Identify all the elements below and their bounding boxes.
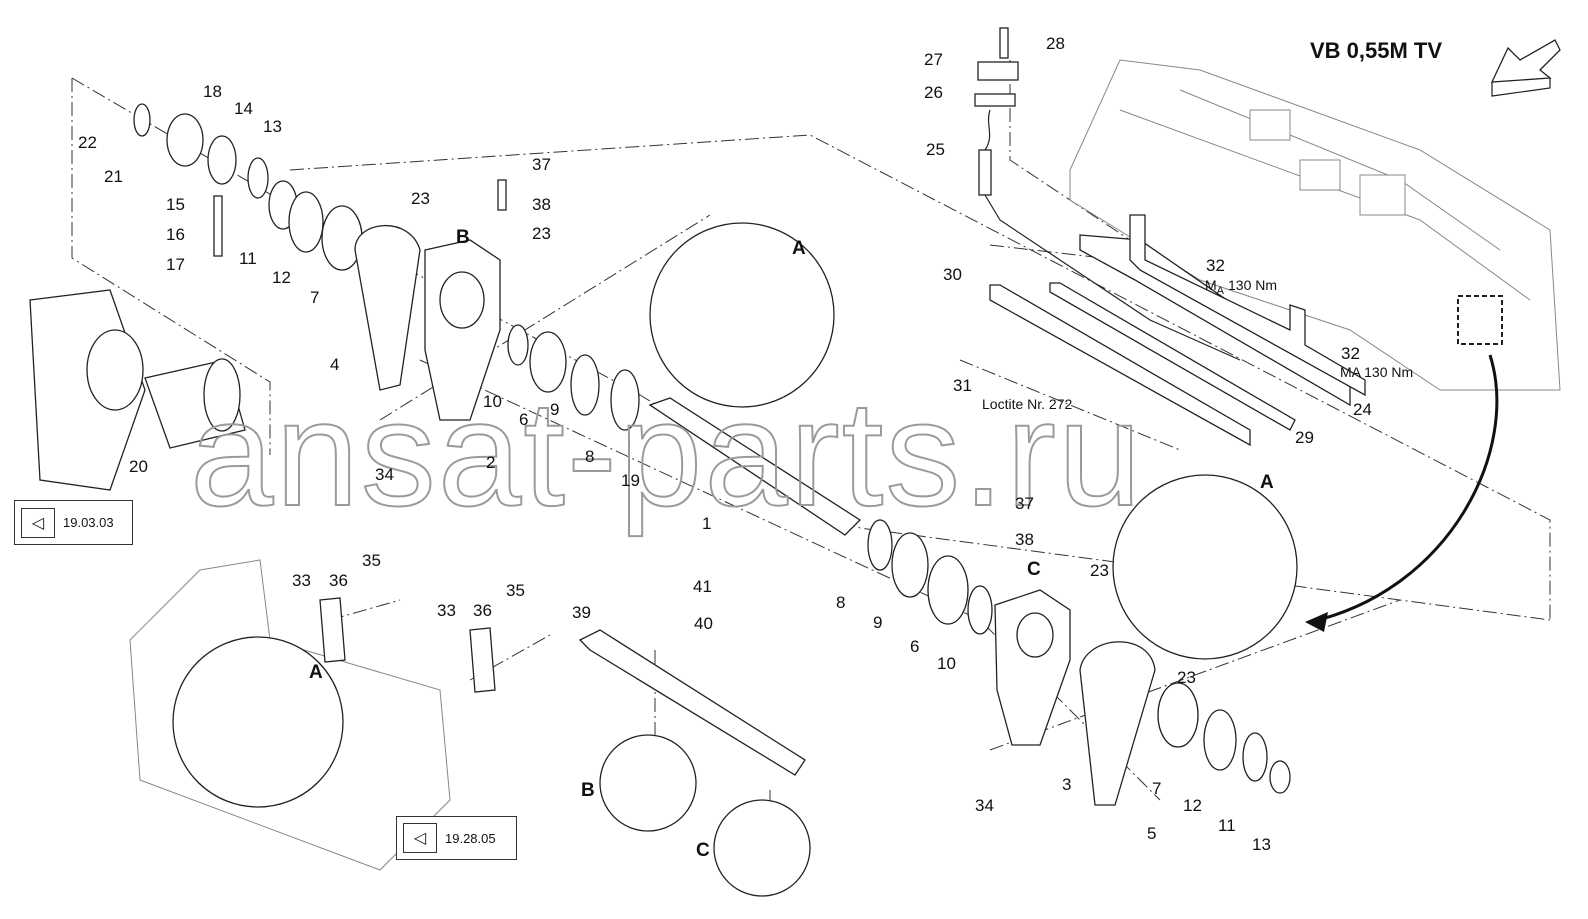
callout: 34 xyxy=(375,465,394,484)
callout: 8 xyxy=(585,447,594,466)
callout: 23 xyxy=(1090,561,1109,580)
detail-marker-a: A xyxy=(1260,472,1274,493)
callout: 23 xyxy=(411,189,430,208)
callout: 35 xyxy=(506,581,525,600)
eye-view-icon: ◁ xyxy=(403,823,437,853)
callout: 23 xyxy=(532,224,551,243)
rail-parts xyxy=(989,214,1366,447)
right-drive-parts xyxy=(867,519,1291,806)
callout: 16 xyxy=(166,225,185,244)
callout: 12 xyxy=(272,268,291,287)
callout: 9 xyxy=(873,613,882,632)
callout: 19 xyxy=(621,471,640,490)
callout: 5 xyxy=(1147,824,1156,843)
callout: 24 xyxy=(1353,400,1372,419)
callout: 7 xyxy=(310,288,319,307)
callout: 6 xyxy=(519,410,528,429)
reference-label: 19.28.05 xyxy=(445,830,496,846)
detail-circle-a-right xyxy=(1112,474,1298,660)
torque-prefix: M xyxy=(1205,277,1217,293)
reference-label: 19.03.03 xyxy=(63,515,114,530)
callout: 13 xyxy=(1252,835,1271,854)
callout: 2 xyxy=(486,453,495,472)
callout: 32 xyxy=(1341,344,1360,363)
callout: 38 xyxy=(532,195,551,214)
callout: 25 xyxy=(926,140,945,159)
callout-numbers: 28 27 26 25 22 18 14 13 21 15 16 17 11 1… xyxy=(78,34,1372,854)
callout: 20 xyxy=(129,457,148,476)
callout: 33 xyxy=(292,571,311,590)
callout: 30 xyxy=(943,265,962,284)
callout: 22 xyxy=(78,133,97,152)
callout: 32 xyxy=(1206,256,1225,275)
callout: 3 xyxy=(1062,775,1071,794)
view-direction-arrow xyxy=(1490,39,1561,83)
reference-link-19-28-05[interactable]: ◁ 19.28.05 xyxy=(396,816,517,860)
detail-arrow xyxy=(1309,354,1499,624)
callout: 8 xyxy=(836,593,845,612)
callout: 10 xyxy=(937,654,956,673)
callout: 27 xyxy=(924,50,943,69)
callout: 34 xyxy=(975,796,994,815)
callout: 11 xyxy=(1218,816,1236,835)
callout: 37 xyxy=(1015,494,1034,513)
callout: 28 xyxy=(1046,34,1065,53)
callout: 23 xyxy=(1177,668,1196,687)
detail-marker-b: B xyxy=(456,227,470,248)
detail-marker-a: A xyxy=(792,238,806,259)
callout: 18 xyxy=(203,82,222,101)
torque-subscript: A xyxy=(1217,285,1225,297)
callout: 40 xyxy=(694,614,713,633)
left-drive-parts xyxy=(29,103,862,536)
sensor-assembly xyxy=(974,27,1241,361)
callout: 1 xyxy=(702,514,711,533)
callout: 37 xyxy=(532,155,551,174)
detail-arrow-head xyxy=(1305,612,1328,632)
callout: 15 xyxy=(166,195,185,214)
torque-note: MA 130 Nm xyxy=(1340,364,1413,380)
detail-marker-a: A xyxy=(309,662,323,683)
callout: 9 xyxy=(550,400,559,419)
reference-link-19-03-03[interactable]: ◁ 19.03.03 xyxy=(14,500,133,545)
callout: 39 xyxy=(572,603,591,622)
callout: 36 xyxy=(329,571,348,590)
eye-view-icon: ◁ xyxy=(21,507,55,538)
detail-marker-c: C xyxy=(1027,559,1041,580)
detail-marker-c: C xyxy=(696,840,710,861)
diagram-title: VB 0,55M TV xyxy=(1310,38,1442,63)
detail-circle-a-left xyxy=(172,636,344,808)
callout: 10 xyxy=(483,392,502,411)
callout: 12 xyxy=(1183,796,1202,815)
callout: 14 xyxy=(234,99,253,118)
callout: 31 xyxy=(953,376,972,395)
torque-value: 130 Nm xyxy=(1228,277,1277,293)
callout: 21 xyxy=(104,167,123,186)
callout: 4 xyxy=(330,355,339,374)
callout: 7 xyxy=(1152,779,1161,798)
detail-circle-b xyxy=(599,734,697,832)
callout: 38 xyxy=(1015,530,1034,549)
callout: 11 xyxy=(239,249,257,268)
detail-circle-a-top xyxy=(649,222,835,408)
callout: 17 xyxy=(166,255,185,274)
callout: 33 xyxy=(437,601,456,620)
watermark: ansat-parts.ru xyxy=(190,369,1143,537)
detail-circle-c xyxy=(713,799,811,897)
callout: 29 xyxy=(1295,428,1314,447)
callout: 6 xyxy=(910,637,919,656)
paver-screed-overview xyxy=(1069,59,1561,391)
callout: 26 xyxy=(924,83,943,102)
callout: 35 xyxy=(362,551,381,570)
callout: 36 xyxy=(473,601,492,620)
callout: 41 xyxy=(693,577,712,596)
callout: 13 xyxy=(263,117,282,136)
loctite-note: Loctite Nr. 272 xyxy=(982,396,1072,412)
detail-marker-b: B xyxy=(581,780,595,801)
